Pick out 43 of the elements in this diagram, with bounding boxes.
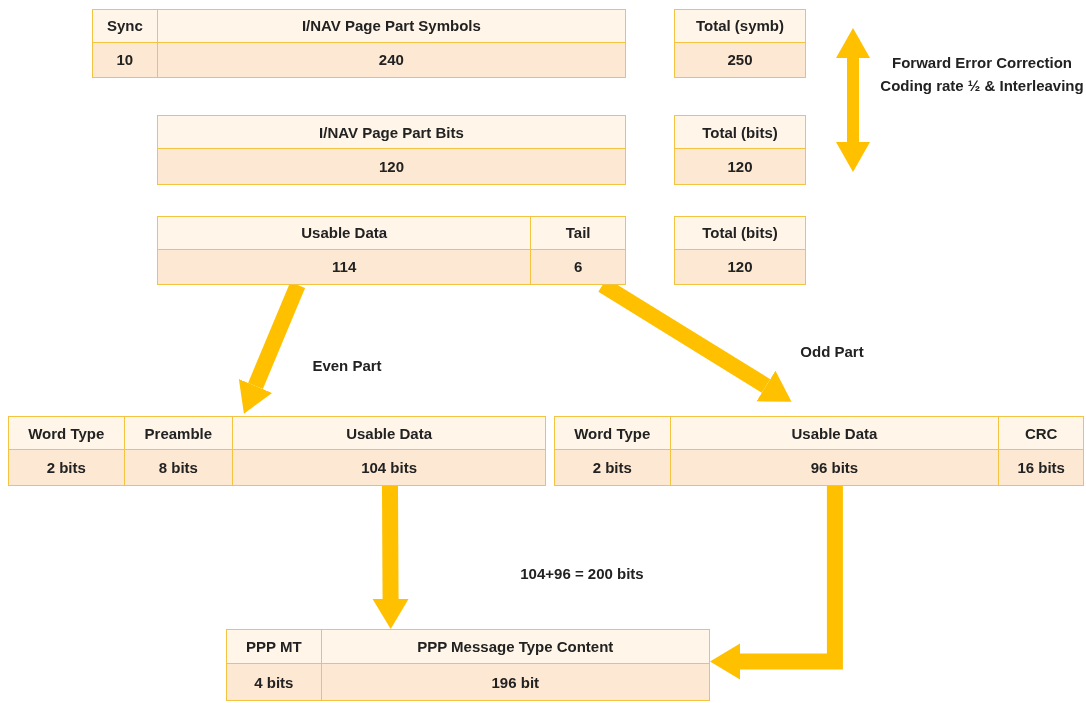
data-value: 2 bits [592, 459, 632, 477]
data-table [554, 416, 1084, 486]
data-value: 8 bits [158, 459, 198, 477]
data-value: 6 [574, 258, 583, 276]
column-header: Usable Data [791, 424, 878, 442]
arrow [710, 486, 843, 680]
column-header: Word Type [28, 424, 105, 442]
data-value: 10 [116, 51, 134, 69]
data-table [674, 115, 806, 185]
data-value: 120 [727, 258, 753, 276]
data-value: 196 bit [491, 673, 540, 691]
data-table [674, 9, 806, 78]
column-header: CRC [1024, 424, 1058, 442]
column-header: I/NAV Page Part Bits [319, 123, 464, 141]
column-header: Tail [565, 224, 591, 242]
column-header: Total (bits) [702, 224, 778, 242]
arrow [372, 485, 409, 629]
column-header: Total (bits) [702, 123, 778, 141]
column-header: PPP MT [246, 638, 302, 656]
data-table [226, 629, 710, 701]
column-header: PPP Message Type Content [417, 638, 614, 656]
column-header: Usable Data [301, 224, 388, 242]
column-header: Usable Data [346, 424, 432, 442]
data-table [157, 216, 626, 285]
data-table [8, 416, 546, 486]
data-table [92, 9, 626, 78]
data-table [157, 115, 626, 185]
column-header: Preamble [144, 424, 213, 442]
data-value: 120 [379, 158, 404, 176]
data-value: 104 bits [361, 459, 417, 477]
data-value: 2 bits [46, 459, 86, 477]
data-value: 240 [378, 51, 404, 69]
column-header: Total (symb) [695, 17, 785, 35]
data-value: 4 bits [254, 673, 294, 691]
column-header: I/NAV Page Part Symbols [301, 17, 481, 35]
column-header: Sync [106, 17, 143, 35]
data-table [674, 216, 806, 285]
data-value: 250 [727, 51, 753, 69]
data-value: 114 [332, 258, 357, 276]
data-value: 96 bits [810, 459, 859, 477]
data-value: 16 bits [1017, 459, 1065, 477]
column-header: Word Type [574, 424, 651, 442]
data-value: 120 [727, 158, 753, 176]
